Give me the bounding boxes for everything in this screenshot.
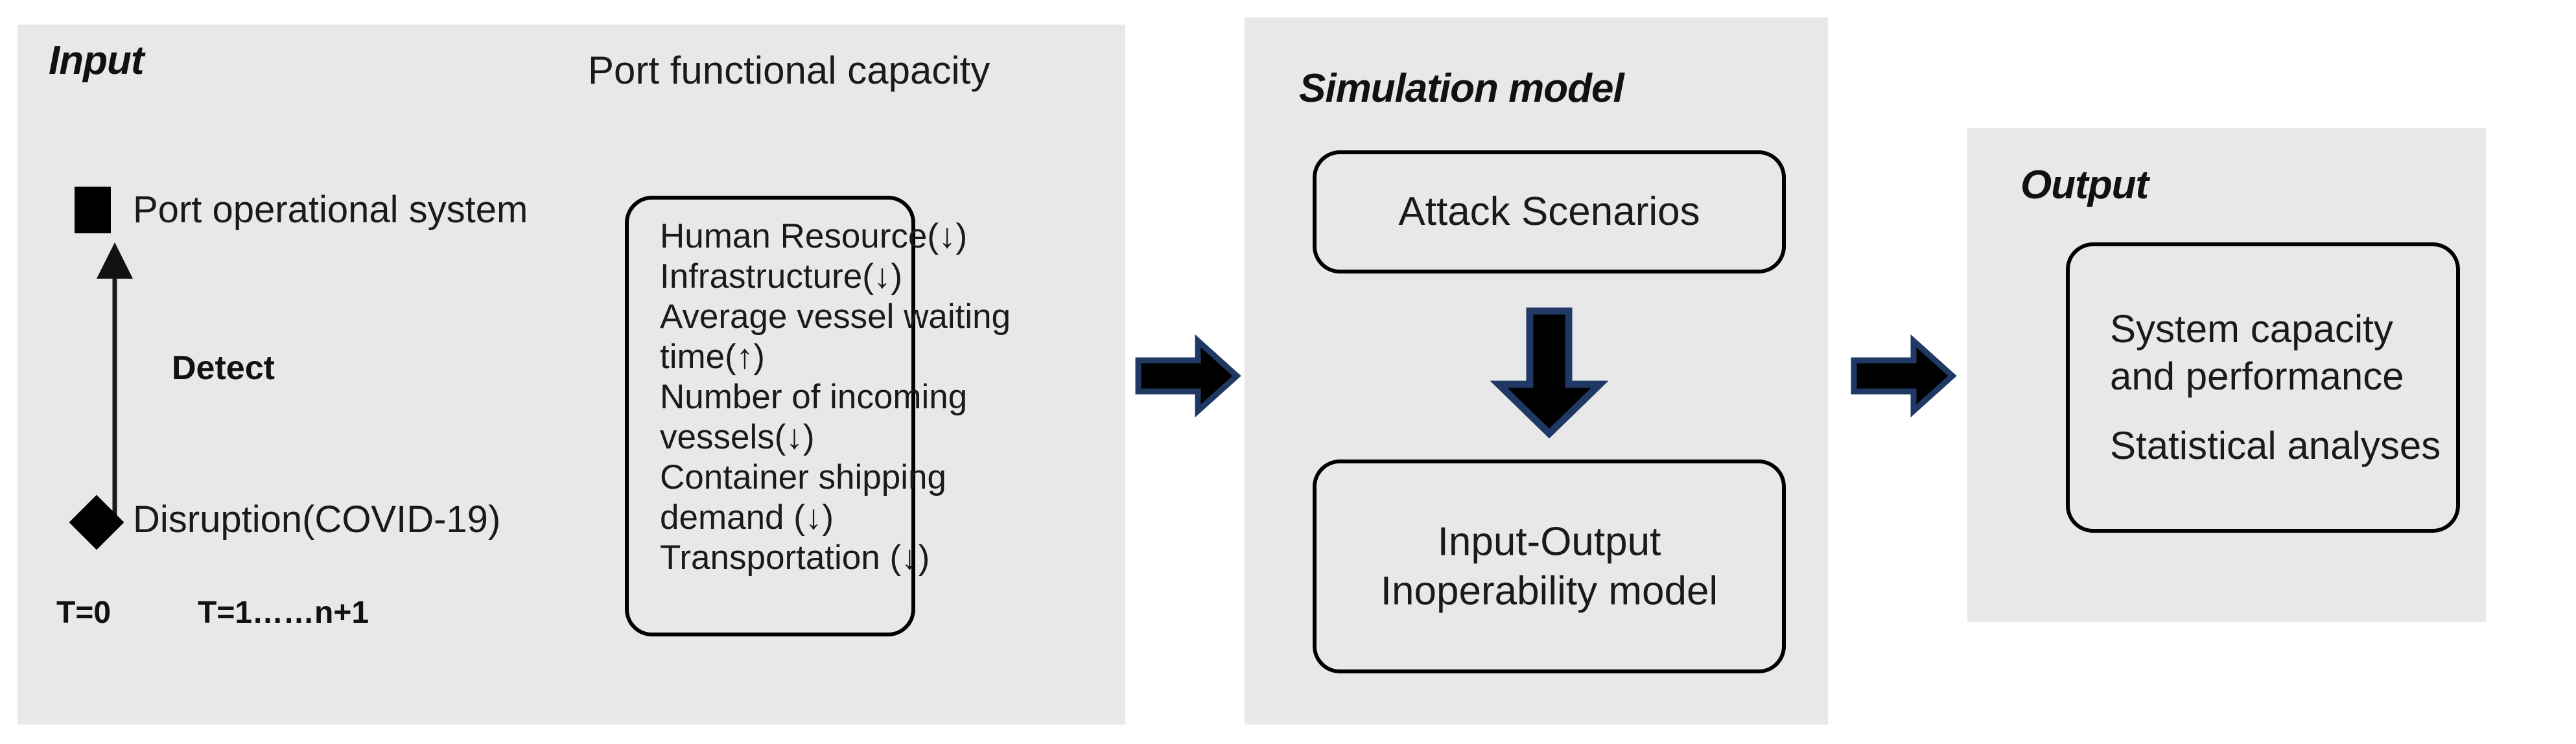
capacity-item: time(↑) [660, 338, 765, 376]
capacity-item: Human Resource(↓) [660, 217, 968, 255]
output-results-box: System capacity and performance Statisti… [2066, 242, 2460, 533]
flow-arrow-simulation-to-output-icon [1851, 334, 1957, 418]
disruption-label: Disruption(COVID-19) [133, 498, 501, 541]
output-panel-title: Output [2020, 163, 2149, 207]
capacity-item: Transportation (↓) [660, 539, 930, 577]
output-items-list: System capacity and performance Statisti… [2110, 305, 2443, 470]
inoperability-model-line-1: Input-Output [1437, 519, 1661, 564]
output-panel: Output System capacity and performance S… [1967, 128, 2486, 622]
detect-up-arrow-icon [97, 242, 133, 517]
output-item: and performance [2110, 355, 2404, 399]
attack-scenarios-label: Attack Scenarios [1398, 189, 1700, 235]
attack-scenarios-box: Attack Scenarios [1313, 150, 1786, 273]
port-functional-capacity-title: Port functional capacity [588, 49, 990, 92]
timeline-range-label: T=1……n+1 [198, 596, 369, 630]
simulation-panel: Simulation model Attack Scenarios Input-… [1245, 17, 1828, 725]
output-item: System capacity [2110, 307, 2393, 351]
port-operational-system-marker-icon [75, 187, 111, 233]
inoperability-model-label: Input-Output Inoperability model [1317, 517, 1782, 615]
inoperability-model-line-2: Inoperability model [1380, 568, 1718, 613]
simulation-panel-title: Simulation model [1299, 66, 1624, 111]
output-item: Statistical analyses [2110, 424, 2441, 468]
capacity-item-list: Human Resource(↓) Infrastructure(↓) Aver… [660, 216, 1011, 578]
capacity-item: Number of incoming [660, 378, 968, 416]
capacity-item: vessels(↓) [660, 418, 815, 456]
timeline-start-label: T=0 [56, 596, 111, 630]
detect-label: Detect [172, 349, 275, 387]
port-operational-system-label: Port operational system [133, 189, 528, 231]
capacity-item: Container shipping [660, 458, 946, 496]
input-panel-title: Input [49, 38, 144, 83]
input-output-inoperability-model-box: Input-Output Inoperability model [1313, 459, 1786, 673]
output-items-spacer [2110, 401, 2443, 423]
flow-arrow-input-to-simulation-icon [1135, 334, 1241, 418]
capacity-item: demand (↓) [660, 498, 834, 537]
capacity-item: Average vessel waiting [660, 297, 1011, 336]
input-panel: Input Port functional capacity Port oper… [18, 25, 1125, 725]
port-functional-capacity-box: Human Resource(↓) Infrastructure(↓) Aver… [625, 196, 1011, 636]
simulation-internal-down-arrow-icon [1490, 307, 1609, 439]
capacity-item: Infrastructure(↓) [660, 257, 903, 296]
